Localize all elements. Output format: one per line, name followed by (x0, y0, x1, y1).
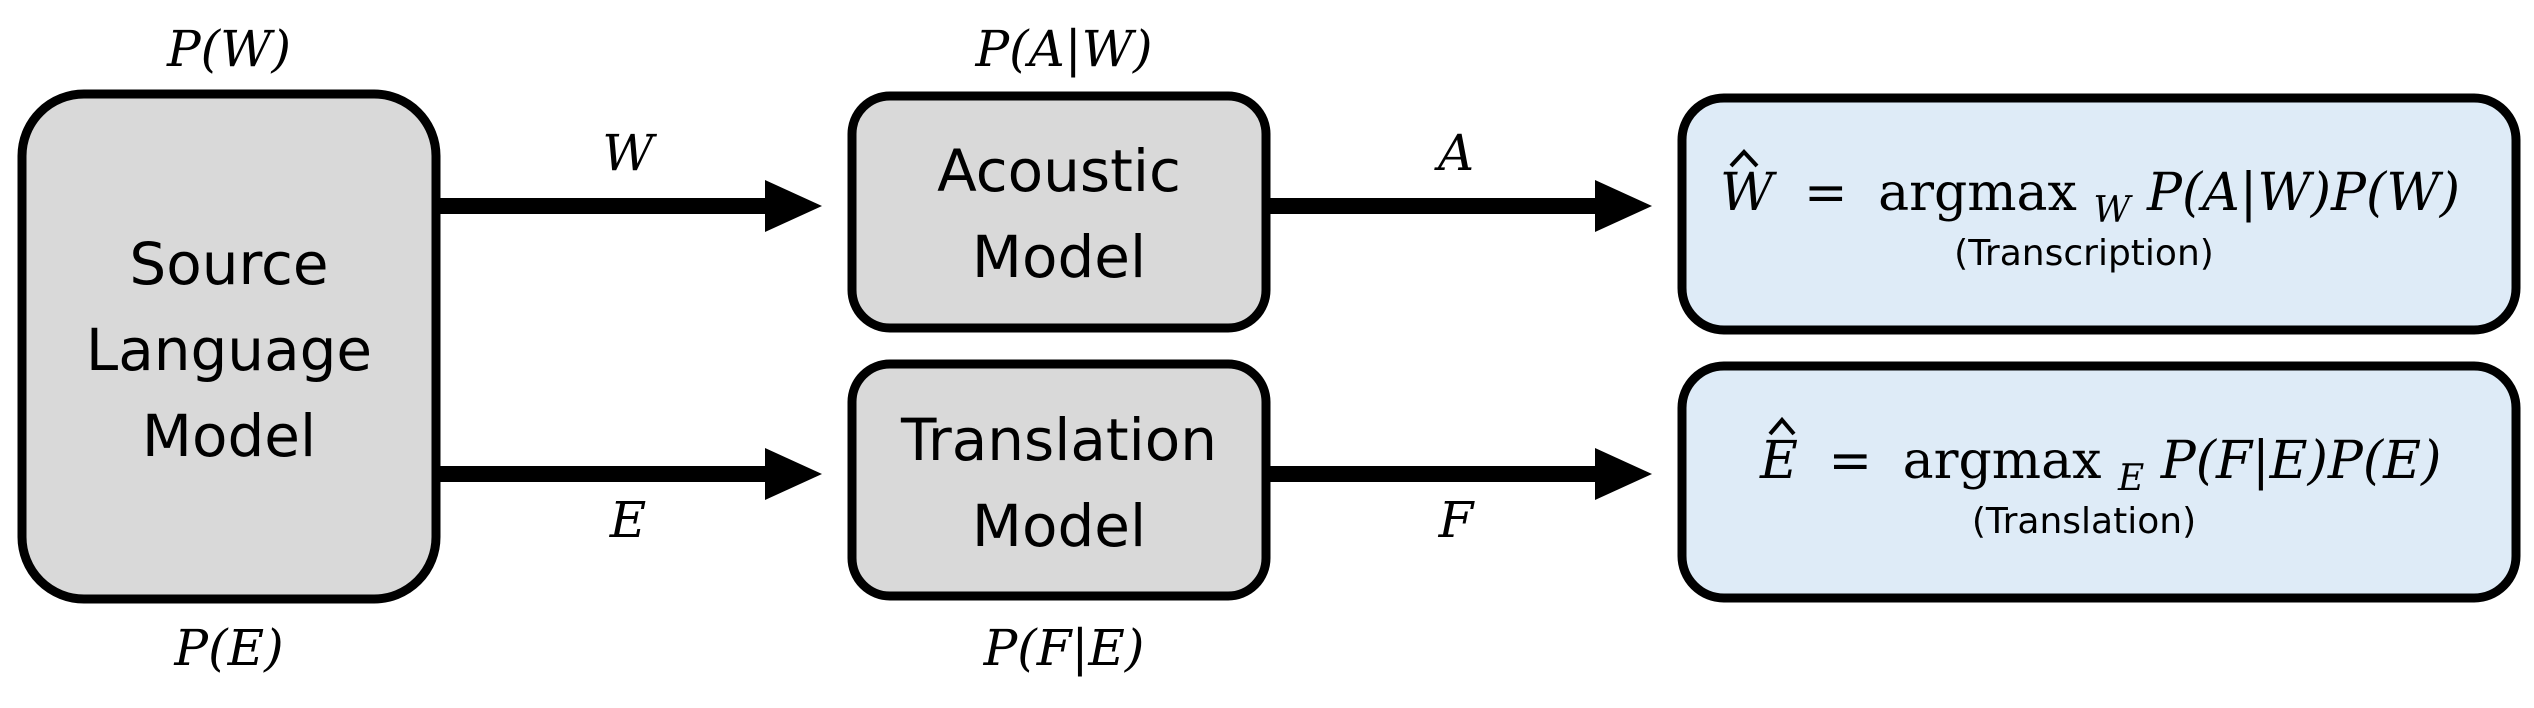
acoustic-model-node: Acoustic Model (847, 91, 1271, 333)
transcription-hat-variable: W (1720, 163, 1777, 223)
arrow-head-icon (765, 180, 822, 232)
transcription-equals: = (1804, 163, 1848, 223)
arrow-head-icon (1595, 448, 1652, 500)
translation-output-box (1677, 361, 2521, 603)
translation-output-node: E = argmax E P(F|E)P(E) (Translation) (1677, 361, 2521, 603)
transcription-formula: W = argmax W P(A|W)P(W) (1720, 163, 2460, 235)
translation-hat-variable: E (1759, 431, 1798, 491)
translation-model-node: Translation Model (847, 359, 1271, 601)
arrow-label-e: E (609, 491, 647, 549)
translation-hat-accent (1768, 416, 1796, 436)
translation-argmax-subscript: E (2117, 458, 2144, 499)
acoustic-model-top-label: P(A|W) (974, 20, 1152, 78)
transcription-argmax-subscript: W (2093, 190, 2133, 231)
source-language-model-box (17, 89, 441, 604)
transcription-output-box (1677, 93, 2521, 335)
source-prior-top-label: P(W) (166, 20, 291, 78)
transcription-hat-accent (1729, 149, 1759, 168)
acoustic-model-line-1: Acoustic (937, 137, 1181, 205)
translation-formula: E = argmax E P(F|E)P(E) (1759, 431, 2441, 503)
translation-model-bottom-label: P(F|E) (983, 619, 1145, 677)
arrow-label-w: W (602, 124, 657, 182)
translation-model-box (847, 359, 1271, 601)
arrow-acoustic-to-transcription (1270, 180, 1652, 232)
source-language-model-line-2: Language (86, 316, 372, 384)
transcription-caption: (Transcription) (1954, 233, 2214, 274)
translation-model-line-2: Model (972, 492, 1146, 560)
transcription-output-node: W = argmax W P(A|W)P(W) (Transcription) (1677, 93, 2521, 335)
translation-equals: = (1829, 431, 1873, 491)
acoustic-model-box (847, 91, 1271, 333)
arrow-source-to-acoustic (440, 180, 822, 232)
arrow-translation-to-output (1270, 448, 1652, 500)
arrow-label-a: A (1434, 124, 1474, 182)
acoustic-model-line-2: Model (972, 223, 1146, 291)
source-language-model-line-1: Source (129, 230, 328, 298)
translation-expression: P(F|E)P(E) (2160, 431, 2442, 491)
arrow-source-to-translation (440, 448, 822, 500)
translation-argmax: argmax (1903, 431, 2102, 491)
source-prior-bottom-label: P(E) (173, 619, 283, 677)
source-language-model-line-3: Model (142, 402, 316, 470)
source-language-model-node: Source Language Model (17, 89, 441, 604)
transcription-argmax: argmax (1878, 163, 2077, 223)
arrow-label-f: F (1438, 491, 1476, 549)
arrow-head-icon (765, 448, 822, 500)
transcription-expression: P(A|W)P(W) (2146, 163, 2460, 223)
translation-model-line-1: Translation (900, 406, 1217, 474)
arrow-head-icon (1595, 180, 1652, 232)
translation-caption: (Translation) (1972, 501, 2196, 542)
